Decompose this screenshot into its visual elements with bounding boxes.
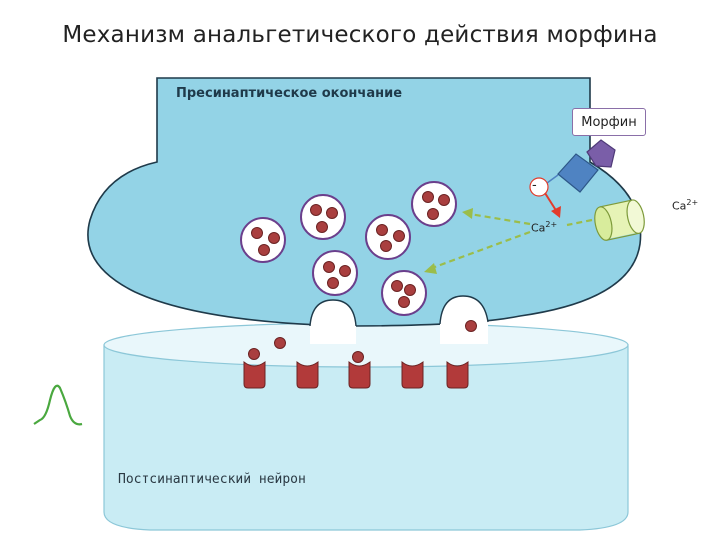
action-potential-icon [33,384,83,426]
receptor-link [546,174,559,184]
calcium-to-vesicle-arrow [424,230,531,274]
vesicle [240,217,286,263]
calcium-channel [594,199,645,241]
opioid-receptor [557,153,599,193]
calcium-outside-label: Ca2+ [672,198,699,213]
released-transmitter [248,348,260,360]
inhibition-sign: - [532,178,537,193]
morphine-label: Морфин [572,108,646,136]
presynaptic-terminal [87,77,642,327]
postsynaptic-receptor [446,360,469,389]
postsynaptic-receptor [296,360,319,389]
released-transmitter [274,337,286,349]
vesicle [365,214,411,260]
page-title: Механизм анальгетического действия морфи… [62,22,658,48]
presynaptic-label: Пресинаптическое окончание [176,86,403,101]
released-transmitter [352,351,364,363]
inhibition-arrow [529,177,561,218]
postsynaptic-receptor [348,360,371,389]
vesicle [411,181,457,227]
vesicle [312,250,358,296]
vesicle [381,270,427,316]
calcium-inside-label: Ca2+ [531,220,558,235]
postsynaptic-receptor [243,360,266,389]
exocytosis-site-right [439,295,489,344]
calcium-to-vesicle-arrow [462,208,531,226]
postsynaptic-neuron [103,322,629,531]
calcium-influx-arrow [566,218,593,227]
morphine-molecule [586,139,616,168]
exocytosis-site-left [309,299,357,344]
postsynaptic-label: Постсинаптический нейрон [118,472,306,487]
vesicle [300,194,346,240]
released-transmitter [465,320,477,332]
postsynaptic-receptor [401,360,424,389]
